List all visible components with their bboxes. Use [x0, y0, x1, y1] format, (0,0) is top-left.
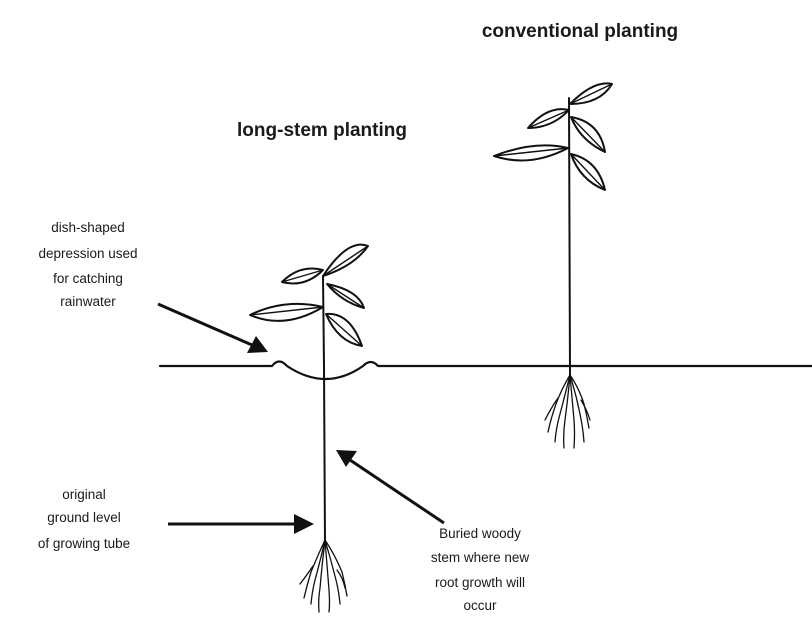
dish-arrow — [158, 304, 268, 353]
conventional-seedling — [494, 83, 612, 448]
dish-label-line: for catching — [53, 271, 123, 286]
dish-label-line: depression used — [38, 246, 137, 261]
leaf — [250, 304, 323, 321]
leaf — [494, 145, 568, 160]
long-stem-seedling — [250, 245, 368, 612]
buried-stem-arrow — [336, 450, 444, 523]
buried-stem-label-line: occur — [463, 598, 497, 613]
original-ground-level-label: original ground level of growing tube — [38, 487, 130, 551]
dish-label-line: rainwater — [60, 294, 116, 309]
original-ground-label-line: original — [62, 487, 106, 502]
buried-woody-stem — [324, 366, 325, 545]
buried-stem-label-line: Buried woody — [439, 526, 521, 541]
conventional-planting-title: conventional planting — [482, 21, 678, 42]
buried-stem-label-line: root growth will — [435, 575, 525, 590]
original-ground-label-line: ground level — [47, 510, 121, 525]
dish-label-line: dish-shaped — [51, 220, 125, 235]
buried-stem-label: Buried woody stem where new root growth … — [431, 526, 530, 613]
conventional-roots — [545, 375, 590, 448]
original-ground-label-line: of growing tube — [38, 536, 130, 551]
original-ground-arrow — [168, 514, 314, 534]
buried-stem-label-line: stem where new — [431, 550, 530, 565]
ground-line — [160, 362, 812, 380]
long-stem-roots — [300, 540, 347, 612]
dish-depression-label: dish-shaped depression used for catching… — [38, 220, 137, 309]
long-stem-planting-title: long-stem planting — [237, 120, 407, 141]
